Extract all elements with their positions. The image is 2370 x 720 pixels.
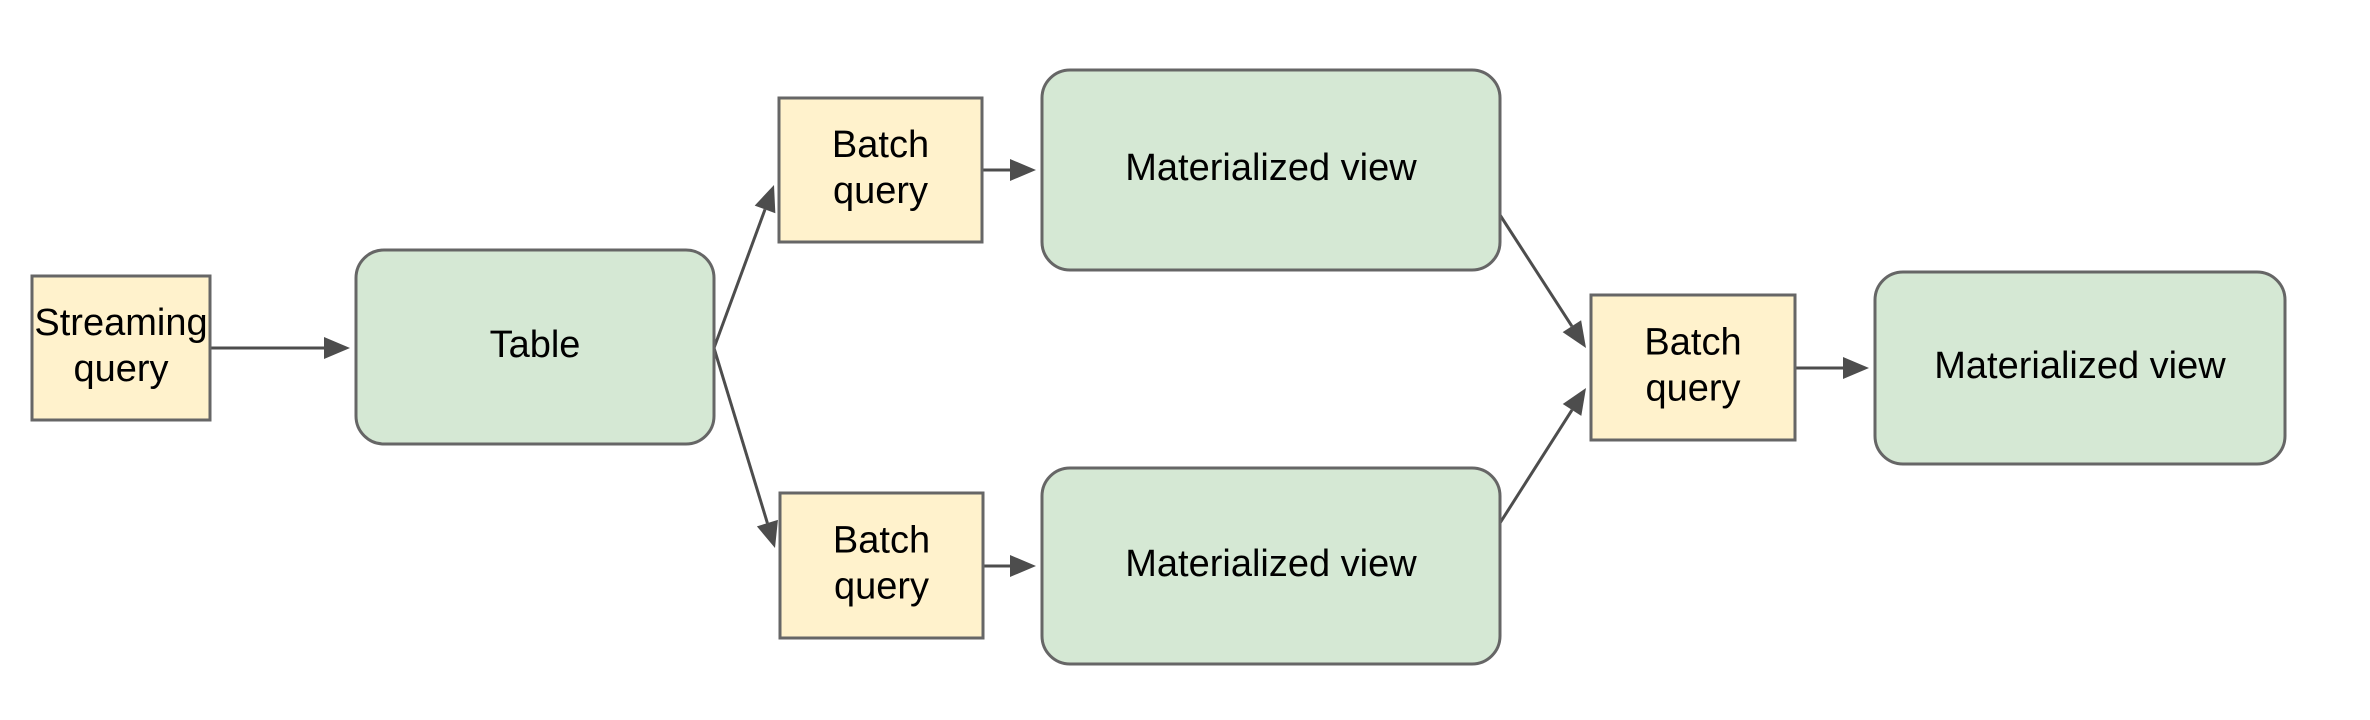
node-shape — [354, 248, 716, 446]
arrowhead-icon — [1010, 555, 1036, 577]
edge-layer — [210, 159, 1869, 577]
arrowhead-icon — [1010, 159, 1036, 181]
edge-table-to-batch-query-top[interactable] — [712, 185, 776, 349]
edge-line — [712, 347, 769, 524]
edge-materialized-view-bottom-to-batch-query-join[interactable] — [1498, 388, 1586, 524]
edge-streaming-to-table[interactable] — [210, 337, 350, 359]
node-materialized-view-bottom[interactable]: Materialized view — [1040, 466, 1502, 666]
node-shape — [1589, 293, 1797, 442]
node-materialized-view-final[interactable]: Materialized view — [1873, 270, 2287, 466]
edge-line — [712, 208, 767, 349]
arrowhead-icon — [1843, 357, 1869, 379]
arrowhead-icon — [756, 519, 778, 548]
node-shape — [1040, 68, 1502, 272]
node-label: Materialized view — [1125, 147, 1417, 189]
node-label: Table — [490, 324, 581, 366]
node-shape — [1040, 466, 1502, 666]
node-label: Materialized view — [1934, 345, 2226, 387]
edge-materialized-view-top-to-batch-query-join[interactable] — [1498, 214, 1586, 348]
node-label: Materialized view — [1125, 543, 1417, 585]
node-shape — [778, 491, 985, 640]
edge-table-to-batch-query-bottom[interactable] — [712, 347, 778, 548]
node-shape — [30, 274, 212, 422]
arrowhead-icon — [1562, 320, 1586, 348]
edge-batch-query-top-to-materialized-view-top[interactable] — [982, 159, 1036, 181]
node-table[interactable]: Table — [354, 248, 716, 446]
edge-batch-query-join-to-materialized-view-final[interactable] — [1795, 357, 1869, 379]
node-materialized-view-top[interactable]: Materialized view — [1040, 68, 1502, 272]
arrowhead-icon — [754, 185, 776, 214]
edge-batch-query-bottom-to-materialized-view-bottom[interactable] — [983, 555, 1036, 577]
edge-line — [1498, 409, 1574, 524]
arrowhead-icon — [1562, 388, 1586, 416]
edge-line — [1498, 214, 1574, 327]
node-shape — [1873, 270, 2287, 466]
node-shape — [777, 96, 984, 244]
arrowhead-icon — [324, 337, 350, 359]
